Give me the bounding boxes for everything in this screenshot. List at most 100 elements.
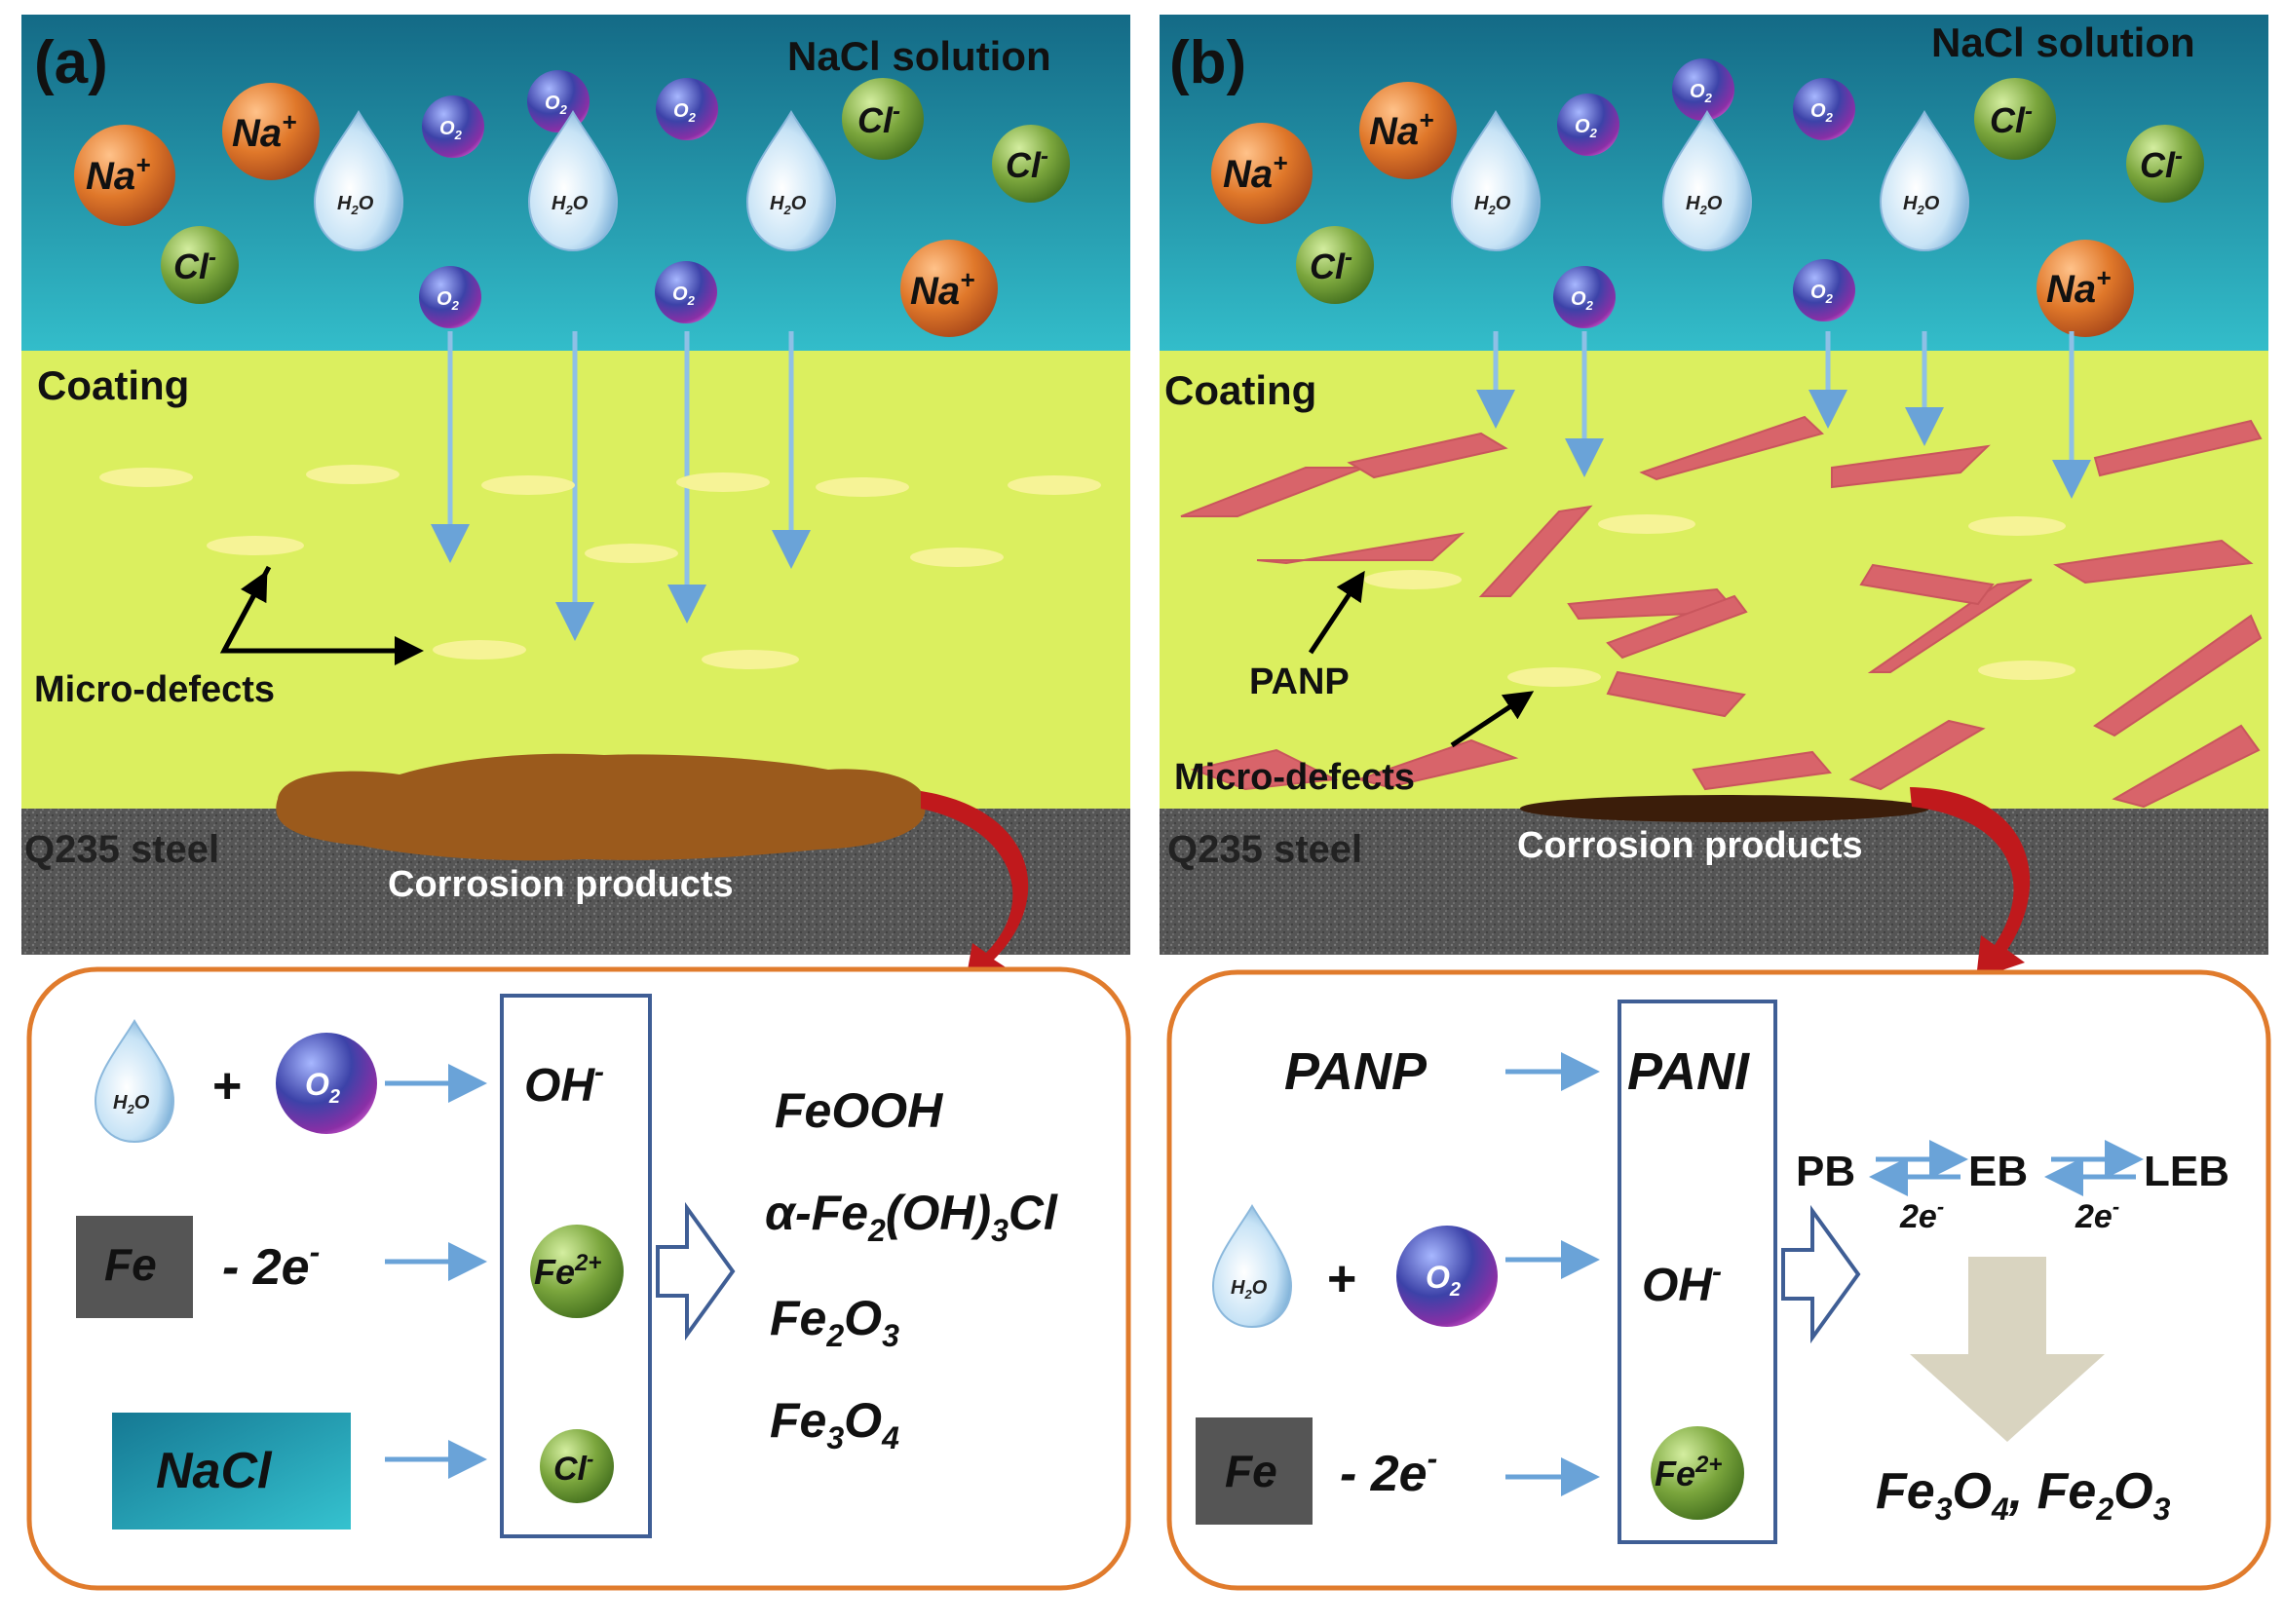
steel-label: Q235 steel [24, 828, 219, 871]
red-curved-arrow [1910, 787, 2031, 979]
water-droplet: H2O [527, 110, 619, 252]
eb-state: EB [1968, 1148, 2028, 1195]
plus-sign: + [1327, 1251, 1356, 1307]
plus-sign: + [212, 1058, 242, 1114]
svg-text:Na+: Na+ [910, 265, 974, 313]
steel-label: Q235 steel [1167, 828, 1362, 871]
steel-region [1160, 809, 2268, 955]
panel-a: (a) NaCl solution Coating Q235 steel Na+… [21, 15, 1131, 1591]
micro-defects [99, 465, 1101, 669]
fe-block [76, 1216, 193, 1318]
coating-label: Coating [37, 362, 189, 408]
cl-ion: Cl- [161, 226, 239, 304]
intermediate-frame [500, 994, 652, 1538]
panel-letter: (a) [34, 29, 108, 96]
micro-defects-label: Micro-defects [1174, 757, 1415, 798]
nacl-label: NaCl [156, 1443, 273, 1499]
reaction-box [1166, 969, 2271, 1591]
na-ion: Na+ [900, 240, 998, 337]
cl-ion: Cl- [1974, 78, 2056, 160]
cl-ion: Cl- [540, 1429, 614, 1503]
o2-molecule: O2 [656, 78, 718, 140]
corrosion-products-blob [1520, 795, 1929, 822]
hollow-arrow [656, 1201, 736, 1341]
svg-text:Cl-: Cl- [1006, 143, 1048, 185]
fe-label: Fe [1225, 1446, 1277, 1496]
na-ion: Na+ [1211, 123, 1313, 224]
svg-text:H2O: H2O [1903, 193, 1940, 217]
cl-ion: Cl- [2126, 125, 2204, 203]
corrosion-products-label: Corrosion products [1517, 825, 1863, 866]
water-droplet: H2O [313, 110, 404, 252]
panel-b: (b) NaCl solution Coating Q235 steel Na+… [1160, 15, 2271, 1591]
panp-pointer [1308, 570, 1365, 655]
product-fe3o4: Fe3O4 [770, 1393, 899, 1455]
micro-defects [1364, 514, 2075, 687]
o2-molecule: O2 [1557, 94, 1619, 156]
svg-text:H2O: H2O [1474, 193, 1511, 217]
hollow-arrow [1781, 1204, 1861, 1344]
two-electron-label: 2e- [2075, 1194, 2119, 1235]
svg-text:Fe2+: Fe2+ [1655, 1452, 1722, 1493]
fe2-ion: Fe2+ [1651, 1426, 1744, 1520]
product-fe2o3: Fe2O3 [770, 1291, 899, 1353]
electron-loss: - 2e- [1340, 1441, 1437, 1502]
water-droplet: H2O [745, 110, 837, 252]
down-block-arrow [1910, 1257, 2105, 1442]
pb-state: PB [1796, 1148, 1855, 1195]
hydroxide-product: OH- [1642, 1256, 1722, 1311]
two-electron-label: 2e- [1899, 1194, 1944, 1235]
electron-loss: - 2e- [222, 1234, 320, 1296]
pani-product: PANI [1627, 1042, 1750, 1101]
o2-molecule: O2 [1396, 1226, 1498, 1327]
fe2-ion: Fe2+ [530, 1225, 624, 1318]
panp-label: PANP [1249, 661, 1350, 702]
micro-defects-pointer [1450, 691, 1535, 748]
permeation-arrows [1476, 331, 2091, 499]
na-ion: Na+ [2037, 240, 2134, 337]
product-akaganeite: α-Fe2(OH)3Cl [765, 1186, 1058, 1248]
svg-text:Fe2+: Fe2+ [534, 1250, 601, 1292]
leb-state: LEB [2144, 1148, 2229, 1195]
svg-text:Cl-: Cl- [857, 98, 900, 140]
cl-ion: Cl- [1296, 226, 1374, 304]
water-droplet: H2O [94, 1019, 175, 1144]
panp-flakes [1180, 415, 2263, 809]
svg-text:Na+: Na+ [232, 107, 296, 155]
water-droplet: H2O [1879, 110, 1970, 252]
corrosion-product-list: FeOOH α-Fe2(OH)3Cl Fe2O3 Fe3O4 [765, 1083, 1058, 1455]
o2-molecule: O2 [1553, 266, 1616, 328]
permeation-arrows [431, 331, 811, 641]
micro-defects-label: Micro-defects [34, 669, 275, 710]
product-feooh: FeOOH [775, 1083, 943, 1138]
svg-text:Cl-: Cl- [553, 1447, 593, 1488]
coating-label: Coating [1164, 367, 1316, 413]
panp-reactant: PANP [1284, 1042, 1428, 1101]
red-curved-arrow [921, 791, 1029, 986]
solution-label: NaCl solution [787, 33, 1051, 79]
redox-arrows [1869, 1140, 2144, 1196]
fe-label: Fe [104, 1239, 157, 1290]
cl-ion: Cl- [842, 78, 924, 160]
o2-molecule: O2 [655, 261, 717, 323]
cl-ion: Cl- [992, 125, 1070, 203]
svg-text:Na+: Na+ [86, 150, 150, 198]
o2-molecule: O2 [1793, 78, 1855, 140]
micro-defects-pointer [219, 565, 424, 665]
fe-block [1196, 1417, 1313, 1525]
hydroxide-product: OH- [524, 1056, 604, 1112]
na-ion: Na+ [222, 83, 320, 180]
svg-text:Cl-: Cl- [2140, 143, 2183, 185]
panel-letter: (b) [1169, 29, 1246, 96]
o2-molecule: O2 [1672, 58, 1734, 121]
na-ion: Na+ [1359, 82, 1457, 179]
o2-molecule: O2 [422, 95, 484, 158]
nacl-block [112, 1413, 351, 1530]
o2-molecule: O2 [419, 266, 481, 328]
water-droplet: H2O [1450, 110, 1542, 252]
water-droplet: H2O [1661, 110, 1753, 252]
water-droplet: H2O [1211, 1204, 1293, 1329]
corrosion-products-label: Corrosion products [388, 864, 734, 905]
solution-label: NaCl solution [1931, 19, 2195, 65]
